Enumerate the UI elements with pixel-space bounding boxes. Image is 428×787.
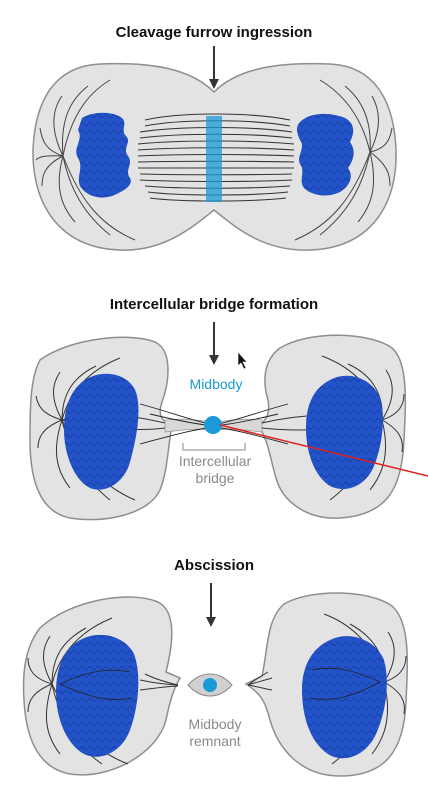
- panel-title-cleavage: Cleavage furrow ingression: [115, 24, 313, 41]
- intercellular-bridge-label: Intercellular bridge: [160, 453, 270, 487]
- midbody-remnant-label-line2: remnant: [189, 733, 241, 749]
- midbody-remnant-label: Midbody remnant: [165, 716, 265, 750]
- abscission-panel: [22, 583, 408, 777]
- midzone-band: [206, 116, 222, 202]
- intercellular-bridge-label-line1: Intercellular: [178, 453, 252, 469]
- chromatin-left: [64, 373, 139, 490]
- chromatin-microtubules: [59, 667, 381, 700]
- bridge-bracket: [182, 443, 246, 451]
- chromatin-right: [297, 113, 354, 196]
- midbody-label: Midbody: [189, 376, 243, 392]
- intercellular-bridge-label-line2: bridge: [195, 470, 235, 486]
- chromatin-left: [56, 634, 139, 757]
- right-aster: [294, 79, 393, 241]
- midbody-remnant-core: [203, 678, 217, 692]
- bridge-panel: [29, 322, 428, 521]
- left-aster: [35, 79, 136, 241]
- midbody-remnant-label-line1: Midbody: [188, 716, 242, 732]
- chromatin-right: [302, 636, 387, 759]
- mouse-cursor-icon: [237, 351, 248, 370]
- panel-title-bridge: Intercellular bridge formation: [109, 296, 319, 313]
- cleavage-panel: [32, 46, 397, 251]
- midbody: [204, 416, 222, 434]
- chromatin-left: [76, 112, 131, 198]
- panel-title-abscission: Abscission: [173, 557, 255, 574]
- red-pointer-line: [219, 424, 428, 477]
